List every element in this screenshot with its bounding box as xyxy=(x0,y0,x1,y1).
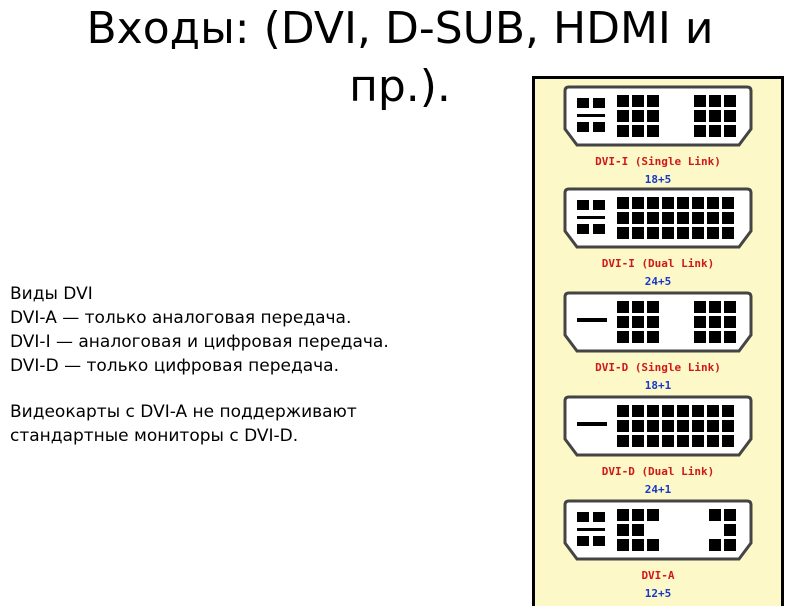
connector-label: DVI-A xyxy=(641,569,675,582)
dvi-connector xyxy=(535,291,781,355)
dvi-connector-diagram xyxy=(563,499,753,561)
dvi-connector-diagram xyxy=(563,187,753,249)
body-note-line-1: Видеокарты с DVI-A не поддерживают xyxy=(10,402,357,422)
body-line-dvi-a: DVI-A — только аналоговая передача. xyxy=(10,308,352,328)
dvi-connector xyxy=(535,85,781,149)
slide-body: Виды DVI DVI-A — только аналоговая перед… xyxy=(10,282,510,448)
dvi-connector xyxy=(535,499,781,563)
connector-label: DVI-I (Dual Link) xyxy=(601,257,715,270)
connector-pin-count: 24+5 xyxy=(644,275,672,288)
body-line-heading: Виды DVI xyxy=(10,284,93,304)
dvi-connector xyxy=(535,395,781,459)
connector-pin-count: 18+1 xyxy=(644,379,672,392)
body-line-dvi-d: DVI-D — только цифровая передача. xyxy=(10,356,340,376)
connector-label: DVI-D (Single Link) xyxy=(595,361,721,374)
dvi-connector-diagram xyxy=(563,85,753,147)
slide-title: Входы: (DVI, D-SUB, HDMI и пр.). xyxy=(0,0,800,116)
body-note-line-2: стандартные мониторы с DVI-D. xyxy=(10,426,299,446)
connector-label: DVI-D (Dual Link) xyxy=(601,465,715,478)
connector-label: DVI-I (Single Link) xyxy=(595,155,721,168)
connector-pin-count: 12+5 xyxy=(644,587,672,600)
dvi-connector-diagram xyxy=(563,395,753,457)
body-line-dvi-i: DVI-I — аналоговая и цифровая передача. xyxy=(10,332,389,352)
connector-pin-count: 24+1 xyxy=(644,483,672,496)
slide-title-line-2: пр.). xyxy=(349,61,451,112)
slide-title-line-1: Входы: (DVI, D-SUB, HDMI и xyxy=(86,3,714,54)
dvi-connector xyxy=(535,187,781,251)
connector-pin-count: 18+5 xyxy=(644,173,672,186)
dvi-connector-diagram xyxy=(563,291,753,353)
